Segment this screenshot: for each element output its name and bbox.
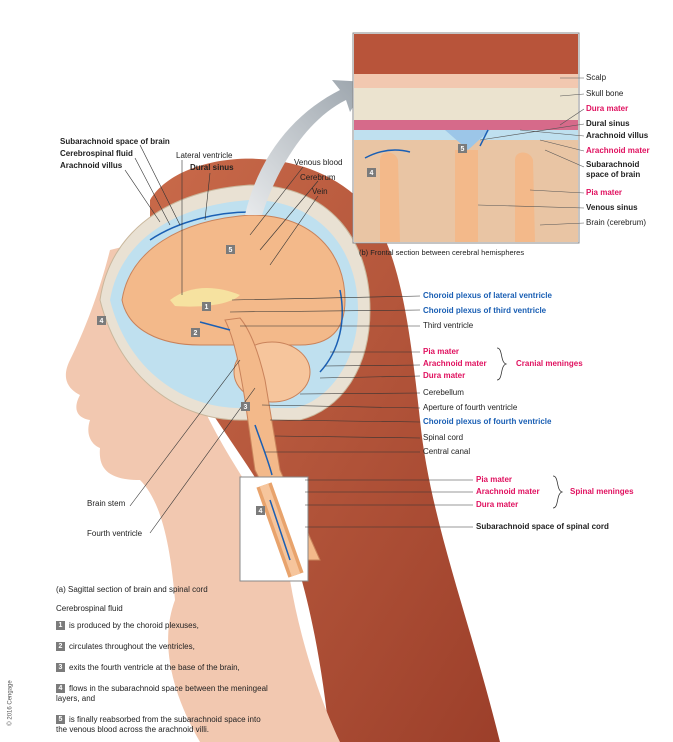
step-2-number: 2 — [56, 642, 65, 652]
marker-5-label: 5 — [229, 247, 233, 254]
step-5-text-1: is finally reabsorbed from the subarachn… — [69, 715, 261, 724]
step-4-text-1: flows in the subarachnoid space between … — [69, 684, 268, 693]
step-4-number: 4 — [56, 684, 65, 694]
lateral-ventricle — [170, 288, 240, 307]
label-aperture-fourth: Aperture of fourth ventricle — [423, 403, 518, 412]
label-cerebrum: Cerebrum — [300, 173, 336, 182]
label-subarachnoid-space-brain: Subarachnoid space of brain — [60, 137, 170, 146]
step-5: 5 is finally reabsorbed from the subarach… — [56, 715, 261, 735]
label-inset-subarachnoid-1: Subarachnoid — [586, 160, 640, 169]
step-3-number: 3 — [56, 663, 65, 673]
step-1: 1 is produced by the choroid plexuses, — [56, 621, 199, 631]
step-3: 3 exits the fourth ventricle at the base … — [56, 663, 240, 673]
copyright: © 2016 Cengage — [7, 680, 14, 726]
step-4-text-2: layers, and — [56, 694, 96, 703]
marker-1-label: 1 — [205, 304, 209, 311]
label-dura-mater: Dura mater — [423, 371, 466, 380]
label-arachnoid-villus: Arachnoid villus — [60, 161, 123, 170]
label-spinal-pia: Pia mater — [476, 475, 513, 484]
marker-4-inset — [367, 168, 376, 177]
label-cranial-meninges: Cranial meninges — [516, 359, 583, 368]
marker-2 — [191, 328, 200, 337]
label-inset-brain-cerebrum: Brain (cerebrum) — [586, 218, 647, 227]
label-inset-dura-mater: Dura mater — [586, 104, 629, 113]
label-cerebrospinal-fluid: Cerebrospinal fluid — [60, 149, 133, 158]
step-2: 2 circulates throughout the ventricles, — [56, 642, 195, 652]
cerebrum — [121, 214, 346, 346]
label-inset-arachnoid-villus: Arachnoid villus — [586, 131, 649, 140]
marker-3 — [241, 402, 250, 411]
step-4: 4 flows in the subarachnoid space between… — [56, 684, 268, 704]
label-choroid-third: Choroid plexus of third ventricle — [423, 306, 547, 315]
label-skull-bone: Skull bone — [586, 89, 624, 98]
label-inset-dural-sinus: Dural sinus — [586, 119, 630, 128]
label-spinal-cord: Spinal cord — [423, 433, 464, 442]
step-5-number: 5 — [56, 715, 65, 725]
label-brain-stem: Brain stem — [87, 499, 126, 508]
step-1-text: is produced by the choroid plexuses, — [69, 621, 199, 630]
label-central-canal: Central canal — [423, 447, 471, 456]
step-5-text-2: the venous blood across the arachnoid vi… — [56, 725, 209, 734]
label-inset-subarachnoid-2: space of brain — [586, 170, 641, 179]
label-pia-mater: Pia mater — [423, 347, 460, 356]
label-vein: Vein — [312, 187, 328, 196]
step-3-text: exits the fourth ventricle at the base o… — [69, 663, 240, 672]
marker-4 — [97, 316, 106, 325]
brain-stem — [224, 317, 321, 561]
label-spinal-dura: Dura mater — [476, 500, 519, 509]
label-arachnoid-mater: Arachnoid mater — [423, 359, 487, 368]
label-subarachnoid-spinal: Subarachnoid space of spinal cord — [476, 522, 609, 531]
marker-4-label: 4 — [100, 318, 104, 325]
marker-4-spinal-label: 4 — [259, 508, 263, 515]
label-venous-blood: Venous blood — [294, 158, 343, 167]
marker-5-inset — [458, 144, 467, 153]
label-inset-arachnoid-mater: Arachnoid mater — [586, 146, 650, 155]
marker-3-label: 3 — [244, 404, 248, 411]
label-fourth-ventricle: Fourth ventricle — [87, 529, 143, 538]
marker-5-inset-label: 5 — [461, 146, 465, 153]
label-spinal-meninges: Spinal meninges — [570, 487, 634, 496]
label-dural-sinus: Dural sinus — [190, 163, 234, 172]
marker-4-inset-label: 4 — [370, 170, 374, 177]
label-cerebellum: Cerebellum — [423, 388, 464, 397]
marker-1 — [202, 302, 211, 311]
marker-5 — [226, 245, 235, 254]
caption-a: (a) Sagittal section of brain and spinal… — [56, 585, 208, 594]
label-choroid-fourth: Choroid plexus of fourth ventricle — [423, 417, 552, 426]
step-2-text: circulates throughout the ventricles, — [69, 642, 195, 651]
label-inset-venous-sinus: Venous sinus — [586, 203, 638, 212]
label-scalp: Scalp — [586, 73, 607, 82]
marker-4-spinal — [256, 506, 265, 515]
label-spinal-arachnoid: Arachnoid mater — [476, 487, 540, 496]
marker-2-label: 2 — [194, 330, 198, 337]
label-third-ventricle: Third ventricle — [423, 321, 474, 330]
steps-title: Cerebrospinal fluid — [56, 604, 123, 613]
caption-b: (b) Frontal section between cerebral hem… — [359, 248, 525, 257]
label-choroid-lateral: Choroid plexus of lateral ventricle — [423, 291, 552, 300]
label-lateral-ventricle: Lateral ventricle — [176, 151, 233, 160]
label-inset-pia-mater: Pia mater — [586, 188, 623, 197]
step-1-number: 1 — [56, 621, 65, 631]
